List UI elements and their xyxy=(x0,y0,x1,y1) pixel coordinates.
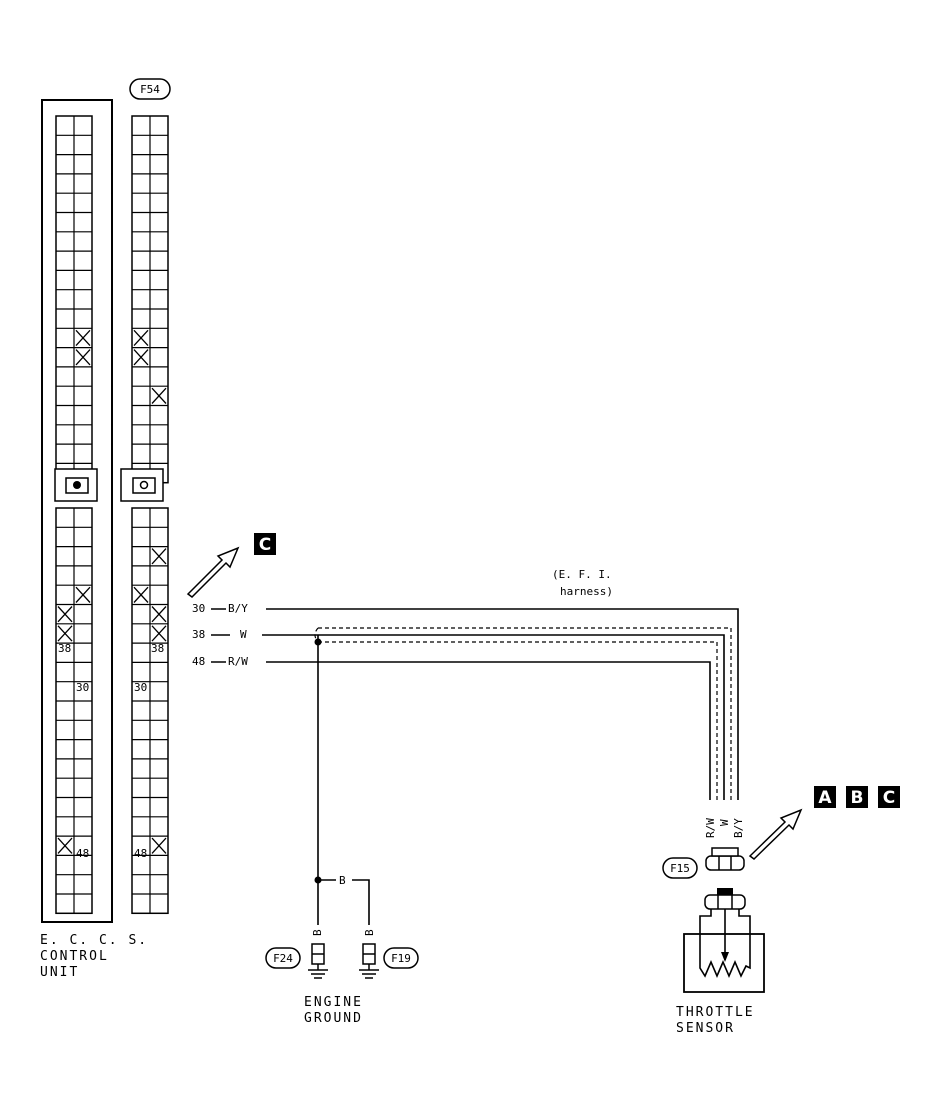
wire-pin-30: 30 xyxy=(192,602,205,615)
ecu-empty-pin-mark xyxy=(75,586,91,603)
ref-box-a[interactable] xyxy=(814,786,836,808)
f54-tag-label: F54 xyxy=(140,83,160,96)
throttle-wire-rw: R/W xyxy=(704,818,717,838)
f15-tag xyxy=(662,857,698,879)
f15-connector xyxy=(705,847,745,871)
ref-box-b[interactable] xyxy=(846,786,868,808)
wire-w xyxy=(262,634,725,800)
wire-b-y xyxy=(266,608,739,800)
ref-arrow-left xyxy=(186,546,240,598)
ecu-frame xyxy=(41,99,113,923)
ecu-label-1: E. C. C. S. xyxy=(40,933,148,948)
f54-empty-pin-mark xyxy=(151,625,167,642)
ecu-label-2: CONTROL xyxy=(40,949,109,964)
f54-empty-pin-mark xyxy=(133,586,149,603)
f54-empty-pin-mark xyxy=(151,387,167,404)
f54-empty-pin-mark xyxy=(133,329,149,347)
f54-empty-pin-mark xyxy=(133,349,149,366)
ecu-pin-38: 38 xyxy=(58,642,71,655)
wire-pin-48: 48 xyxy=(192,655,205,668)
throttle-sensor xyxy=(683,888,765,993)
ref-arrow-right xyxy=(748,808,803,860)
ref-letter-b: B xyxy=(851,788,864,808)
throttle-wire-w: W xyxy=(718,819,731,826)
ecu-pin-48: 48 xyxy=(76,847,89,860)
ecu-empty-pin-mark xyxy=(57,625,73,642)
harness-label-1: (E. F. I. xyxy=(552,568,612,581)
f54-tag xyxy=(129,78,171,100)
wire-r-w xyxy=(266,661,711,800)
ref-letter-left-c: C xyxy=(259,535,271,555)
f24-tag-label: F24 xyxy=(273,952,293,965)
f54-empty-pin-mark xyxy=(151,548,167,565)
throttle-label-1: THROTTLE xyxy=(676,1005,755,1020)
ecu-empty-pin-mark xyxy=(75,329,91,347)
f54-empty-pin-mark xyxy=(151,606,167,623)
ground-right-wire-label: B xyxy=(363,929,376,936)
f19-tag xyxy=(383,947,419,969)
f54-empty-pin-mark xyxy=(151,837,167,854)
ecu-pin-30: 30 xyxy=(76,681,89,694)
throttle-wire-by: B/Y xyxy=(732,818,745,838)
wire-color-48: R/W xyxy=(228,655,248,668)
f54-pin-38: 38 xyxy=(151,642,164,655)
engine-ground-label-1: ENGINE xyxy=(304,995,363,1010)
ground-right-connector xyxy=(359,943,379,979)
ref-letter-a: A xyxy=(818,788,832,808)
splice-dot-shield xyxy=(314,638,322,646)
f54-pin-48: 48 xyxy=(134,847,147,860)
f54-pin-30: 30 xyxy=(134,681,147,694)
f24-tag xyxy=(265,947,301,969)
engine-ground-label-2: GROUND xyxy=(304,1011,363,1026)
ecu-connector-grid xyxy=(55,115,93,915)
wire-pin-38: 38 xyxy=(192,628,205,641)
wire-color-30: B/Y xyxy=(228,602,248,615)
f15-tag-label: F15 xyxy=(670,862,690,875)
ref-box-left-c[interactable] xyxy=(254,533,276,555)
ground-wire-color: B xyxy=(339,874,346,887)
ecu-empty-pin-mark xyxy=(57,606,73,623)
ref-box-c[interactable] xyxy=(878,786,900,808)
f54-latch-ring xyxy=(139,480,149,490)
harness-label-2: harness) xyxy=(560,585,613,598)
ecu-empty-pin-mark xyxy=(75,349,91,366)
f19-tag-label: F19 xyxy=(391,952,411,965)
ground-left-connector xyxy=(308,943,328,979)
wire-shield xyxy=(314,627,732,800)
ground-wire-right xyxy=(352,879,370,925)
wire-color-38: W xyxy=(240,628,247,641)
ecu-empty-pin-mark xyxy=(57,837,73,854)
throttle-label-2: SENSOR xyxy=(676,1021,735,1036)
ground-left-wire-label: B xyxy=(311,929,324,936)
f54-connector-grid xyxy=(131,115,169,915)
ref-letter-c: C xyxy=(883,788,895,808)
ecu-latch-dot xyxy=(73,481,81,489)
ecu-label-3: UNIT xyxy=(40,965,79,980)
